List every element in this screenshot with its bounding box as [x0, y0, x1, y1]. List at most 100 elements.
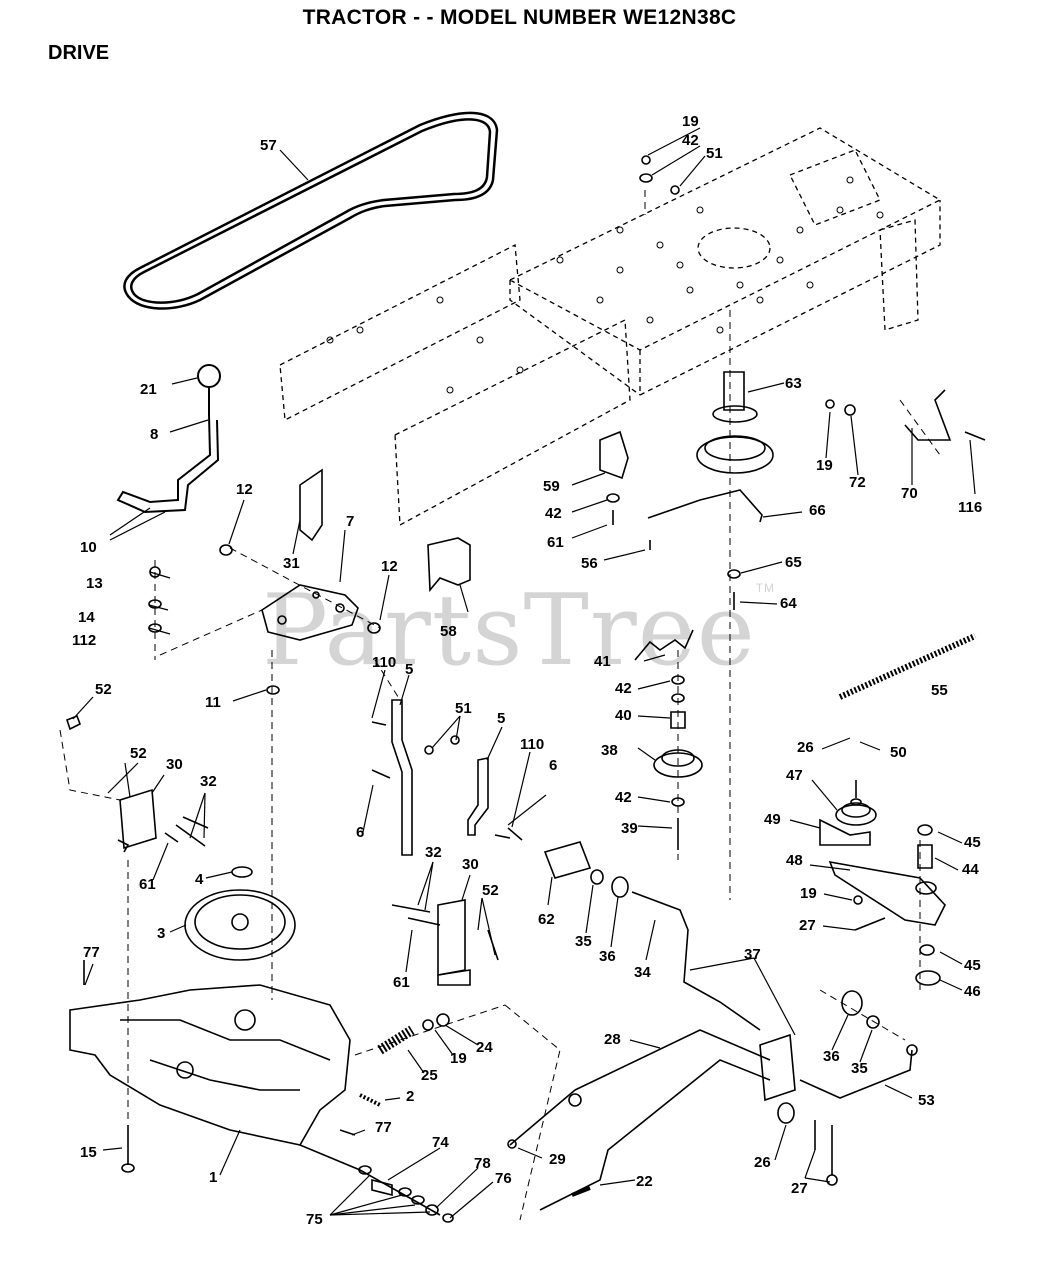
callout-42: 42: [615, 680, 632, 697]
callout-55: 55: [931, 682, 948, 699]
callout-6: 6: [549, 757, 557, 774]
callout-77: 77: [375, 1119, 392, 1136]
callout-35: 35: [575, 933, 592, 950]
section-title: DRIVE: [48, 42, 110, 64]
callout-5: 5: [405, 661, 413, 678]
callout-38: 38: [601, 742, 618, 759]
callout-4: 4: [195, 871, 204, 888]
callout-61: 61: [393, 974, 410, 991]
callout-57: 57: [260, 137, 277, 154]
callout-32: 32: [200, 773, 217, 790]
callout-65: 65: [785, 554, 802, 571]
frame-drawing: [279, 127, 942, 527]
callout-37: 37: [744, 946, 761, 963]
shift-lever-drawing: [116, 364, 221, 514]
callout-52: 52: [95, 681, 112, 698]
callout-49: 49: [764, 811, 781, 828]
callout-66: 66: [809, 502, 826, 519]
callout-77: 77: [83, 944, 100, 961]
callout-39: 39: [621, 820, 638, 837]
callout-78: 78: [474, 1155, 491, 1172]
parts-drawing: [66, 155, 986, 1223]
callout-26: 26: [797, 739, 814, 756]
callout-35: 35: [851, 1060, 868, 1077]
callout-27: 27: [799, 917, 816, 934]
callout-76: 76: [495, 1170, 512, 1187]
callout-64: 64: [780, 595, 797, 612]
callout-112: 112: [72, 632, 96, 649]
callout-53: 53: [918, 1092, 935, 1109]
callout-51: 51: [455, 700, 472, 717]
callout-28: 28: [604, 1031, 621, 1048]
callout-29: 29: [549, 1151, 566, 1168]
callout-25: 25: [421, 1067, 438, 1084]
callout-36: 36: [823, 1048, 840, 1065]
callout-44: 44: [962, 861, 979, 878]
callout-63: 63: [785, 375, 802, 392]
frame-holes: [326, 176, 884, 394]
callout-1: 1: [209, 1169, 217, 1186]
callout-70: 70: [901, 485, 918, 502]
callout-19: 19: [816, 457, 833, 474]
callout-42: 42: [682, 132, 699, 149]
callout-12: 12: [381, 558, 398, 575]
callout-34: 34: [634, 964, 651, 981]
callout-61: 61: [547, 534, 564, 551]
callout-116: 116: [958, 499, 982, 516]
leader-lines: [72, 127, 976, 1219]
callout-45: 45: [964, 957, 981, 974]
callout-61: 61: [139, 876, 156, 893]
callout-58: 58: [440, 623, 457, 640]
callout-26: 26: [754, 1154, 771, 1171]
callout-45: 45: [964, 834, 981, 851]
callout-2: 2: [406, 1088, 414, 1105]
callout-40: 40: [615, 707, 632, 724]
callout-52: 52: [482, 882, 499, 899]
callout-19: 19: [800, 885, 817, 902]
callout-24: 24: [476, 1039, 493, 1056]
callout-42: 42: [615, 789, 632, 806]
callout-110: 110: [372, 654, 396, 671]
callout-41: 41: [594, 653, 611, 670]
callout-14: 14: [78, 609, 95, 626]
callout-36: 36: [599, 948, 616, 965]
callout-11: 11: [205, 694, 221, 711]
alignment-lines: [59, 190, 941, 1221]
callout-27: 27: [791, 1180, 808, 1197]
callout-31: 31: [283, 555, 300, 572]
callout-labels: 57 19 42 51 63 21 8 10 12 31 7 13 14 112…: [72, 113, 982, 1228]
callout-30: 30: [462, 856, 479, 873]
callout-46: 46: [964, 983, 981, 1000]
callout-48: 48: [786, 852, 803, 869]
callout-15: 15: [80, 1144, 97, 1161]
callout-3: 3: [157, 925, 165, 942]
callout-56: 56: [581, 555, 598, 572]
callout-62: 62: [538, 911, 555, 928]
callout-10: 10: [80, 539, 97, 556]
callout-75: 75: [306, 1211, 323, 1228]
callout-19: 19: [450, 1050, 467, 1067]
callout-7: 7: [346, 513, 354, 530]
belt-drawing: [123, 111, 499, 310]
callout-32: 32: [425, 844, 442, 861]
callout-13: 13: [86, 575, 103, 592]
callout-21: 21: [140, 381, 157, 398]
callout-8: 8: [150, 426, 158, 443]
page-title: TRACTOR - - MODEL NUMBER WE12N38C: [302, 6, 737, 29]
watermark: PartsTreeTM: [262, 574, 776, 688]
callout-50: 50: [890, 744, 907, 761]
callout-12: 12: [236, 481, 253, 498]
callout-5: 5: [497, 710, 505, 727]
callout-51: 51: [706, 145, 723, 162]
callout-22: 22: [636, 1173, 653, 1190]
callout-19: 19: [682, 113, 699, 130]
callout-42: 42: [545, 505, 562, 522]
callout-72: 72: [849, 474, 866, 491]
callout-110: 110: [520, 736, 544, 753]
callout-52: 52: [130, 745, 147, 762]
callout-47: 47: [786, 767, 803, 784]
callout-30: 30: [166, 756, 183, 773]
callout-59: 59: [543, 478, 560, 495]
